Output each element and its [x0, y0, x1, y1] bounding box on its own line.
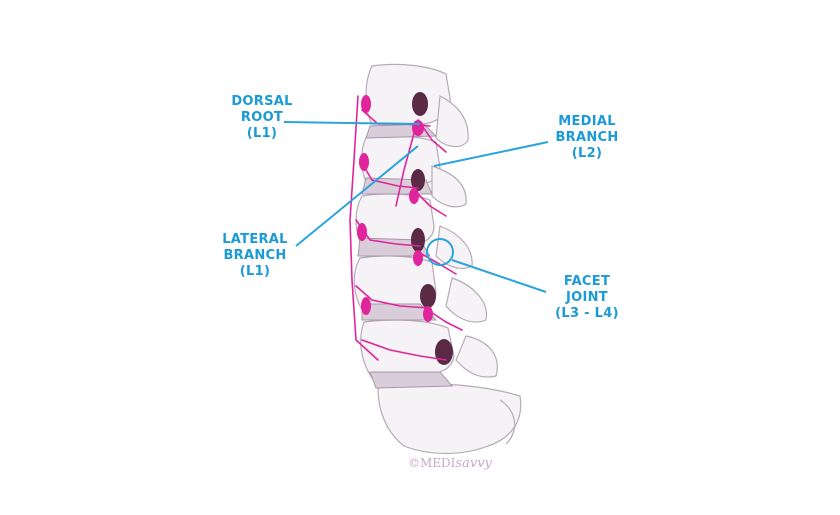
- spinous-process-l4: [445, 277, 488, 323]
- foramen-l1: [412, 92, 428, 116]
- label-facet-joint: FACET JOINT (L3 - L4): [546, 274, 628, 322]
- leader-dorsal-root: [283, 121, 421, 125]
- label-line: (L2): [571, 146, 603, 161]
- label-line: (L1): [239, 264, 271, 279]
- label-line: FACET: [563, 274, 611, 289]
- leader-medial-branch: [433, 141, 549, 167]
- watermark-copyright: ©MEDI: [408, 456, 456, 470]
- label-medial-branch: MEDIAL BRANCH (L2): [546, 114, 628, 162]
- foramen-l4: [420, 284, 436, 308]
- medisavvy-watermark: ©MEDIsavvy: [408, 456, 492, 471]
- label-line: LATERAL: [222, 232, 288, 247]
- leader-facet-joint: [451, 259, 547, 293]
- sacrum: [377, 383, 522, 455]
- label-dorsal-root: DORSAL ROOT (L1): [222, 94, 302, 142]
- leader-lines: [283, 121, 549, 293]
- label-lateral-branch: LATERAL BRANCH (L1): [214, 232, 296, 280]
- nerve-ganglia: [357, 95, 433, 322]
- spinous-process-l2: [431, 165, 467, 208]
- label-line: ROOT: [240, 110, 284, 125]
- leader-lateral-branch: [295, 145, 419, 247]
- label-line: (L3 - L4): [555, 306, 619, 321]
- label-line: (L1): [246, 126, 278, 141]
- watermark-brand: savvy: [455, 456, 492, 471]
- foramen-l3: [411, 228, 425, 252]
- label-line: JOINT: [566, 290, 608, 305]
- label-line: MEDIAL: [558, 114, 616, 129]
- label-line: DORSAL: [231, 94, 293, 109]
- facet-joint-circle: [426, 238, 454, 266]
- label-line: BRANCH: [555, 130, 619, 145]
- vertebra-l1: [365, 63, 451, 125]
- disc-l5-s1: [369, 371, 454, 389]
- spinous-process-l3: [435, 225, 473, 269]
- label-line: BRANCH: [223, 248, 287, 263]
- foramen-l2: [411, 169, 425, 191]
- spinous-process-l1: [435, 95, 469, 148]
- foramen-l5: [435, 339, 453, 365]
- spinous-process-l5: [455, 335, 498, 378]
